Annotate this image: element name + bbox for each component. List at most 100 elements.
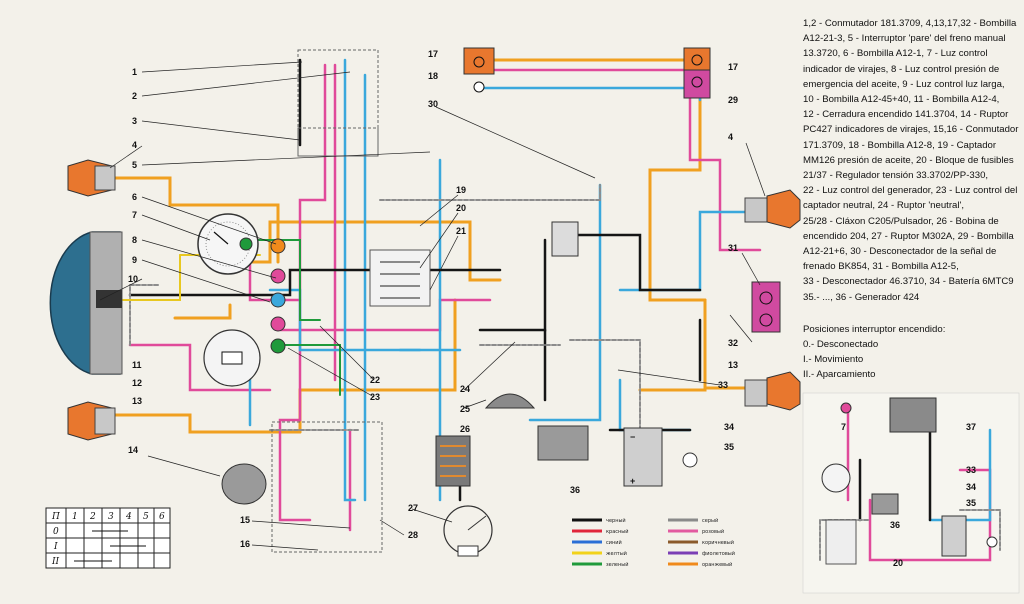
callout-16: 16 [240,539,250,549]
legend-line: 25/28 - Cláxon C205/Pulsador, 26 - Bobin… [803,215,999,227]
legend-line: indicador de virajes, 8 - Luz control pr… [803,63,1000,75]
callout-35: 35 [724,442,734,452]
callout-12: 12 [132,378,142,388]
callout-36: 36 [570,485,580,495]
callout-19: 19 [456,185,466,195]
inset-callout-37: 37 [966,422,976,432]
ignition-coil [435,435,471,487]
fuse-35 [682,452,698,468]
svg-text:−: − [630,432,635,442]
wire-label: синий [606,539,622,546]
table-header-4: 4 [125,512,132,522]
turn-lamp-front-right [744,189,801,229]
generator-14 [221,463,267,505]
callout-6: 6 [132,192,137,202]
callout-11: 11 [132,360,142,370]
inset-callout-36: 36 [890,520,900,530]
lamp-17-29-right [683,47,711,99]
battery: − + [623,427,663,487]
wire-color-legend: черный красный синий желтый зеленый серый розо… [572,517,735,568]
legend-line: 10 - Bombilla A12-45+40, 11 - Bombilla A… [803,94,1000,106]
callout-4: 4 [132,140,137,150]
inset-callout-33: 33 [966,465,976,475]
callout-18: 18 [428,71,438,81]
ignition-positions: Posiciones interruptor encendido: 0.- De… [803,322,1019,382]
voltage-regulator [551,221,579,257]
breaker-27 [443,505,493,557]
wire-label: зеленый [606,561,628,568]
legend-line: 35.- ..., 36 - Generador 424 [803,291,920,303]
callout-22: 22 [370,375,380,385]
callout-4b: 4 [728,132,733,142]
legend-line: 1,2 - Conmutador 181.3709, 4,13,17,32 - … [803,18,1017,29]
callout-34: 34 [724,422,734,432]
callout-23: 23 [370,392,380,402]
callout-33: 33 [718,380,728,390]
turn-lamp-front-left [67,159,116,197]
callout-20: 20 [456,203,466,213]
wire-label: красный [606,528,628,535]
headlight [49,231,123,375]
legend-line: A12-21+6, 30 - Desconectador de la señal… [803,246,997,258]
ignition-position-2: II.- Aparcamiento [803,369,876,380]
callout-25: 25 [460,404,470,414]
table-header-5: 5 [143,512,149,522]
callout-9: 9 [132,255,137,265]
table-header-2: 2 [89,512,96,522]
wire-label: оранжевый [702,561,732,568]
callout-14: 14 [128,445,138,455]
legend-line: frenado BK854, 31 - Bombilla A12-5, [803,261,959,273]
legend-line: emergencia del aceite, 9 - Luz control l… [803,78,1005,90]
fuse-block [369,249,431,307]
legend-line: 33 - Desconectador 46.3710, 34 - Batería… [803,276,1014,288]
legend-line: 13.3720, 6 - Bombilla A12-1, 7 - Luz con… [803,48,988,60]
wire-label: серый [702,517,718,524]
table-header-1: 1 [72,512,78,522]
wire-label: розовый [702,528,724,535]
callout-7: 7 [132,210,137,220]
callout-27: 27 [408,503,418,513]
wire-label: фиолетовый [702,550,735,557]
wire-label: желтый [606,550,627,557]
legend-line: 22 - Luz control del generador, 23 - Luz… [803,185,1018,197]
legend-line: MM126 presión de aceite, 20 - Bloque de … [803,154,1014,166]
legend-line: A12-21-3, 5 - Interruptor 'pare' del fre… [803,33,1006,45]
switch-block-bottom [271,421,383,553]
wire-label: черный [606,517,626,524]
component-legend: 1,2 - Conmutador 181.3709, 4,13,17,32 - … [803,16,1019,305]
callout-17a: 17 [428,49,438,59]
callout-31: 31 [728,243,738,253]
switch-position-table: П 1 2 3 4 5 6 0 I II [45,507,171,569]
inset-diagram [821,397,998,565]
turn-lamp-rear-left [67,401,116,441]
speedometer [197,213,259,275]
callout-17b: 17 [728,62,738,72]
table-row-0: 0 [53,527,59,537]
wires [93,58,1001,562]
legend-line: captador neutral, 24 - Ruptor 'neutral', [803,200,964,212]
lamp-17-left [463,47,495,93]
callout-24: 24 [460,384,470,394]
ignition-lock [203,329,261,387]
ignition-position-1: I.- Movimiento [803,354,864,365]
table-header-3: 3 [108,512,114,522]
legend-line: 12 - Cerradura encendido 141.3704, 14 - … [803,109,1009,121]
turn-lamp-rear-right [744,371,801,411]
table-header-6: 6 [159,512,165,522]
callout-1: 1 [132,67,137,77]
table-row-1: I [53,542,58,552]
callout-10: 10 [128,274,138,284]
legend-line: 171.3709, 18 - Bombilla A12-8, 19 - Capt… [803,139,997,151]
inset-callout-34: 34 [966,482,976,492]
ignition-positions-title: Posiciones interruptor encendido: [803,324,946,335]
callout-8: 8 [132,235,137,245]
callout-3: 3 [132,116,137,126]
inset-callout-20: 20 [893,558,903,568]
inset-callout-7: 7 [841,422,846,432]
table-row-2: II [51,557,60,567]
wire-label: коричневый [702,539,734,546]
legend-line: PC427 indicadores de virajes, 15,16 - Co… [803,124,1019,136]
callout-21: 21 [456,226,466,236]
callout-leaders [99,61,766,551]
callout-28: 28 [408,530,418,540]
